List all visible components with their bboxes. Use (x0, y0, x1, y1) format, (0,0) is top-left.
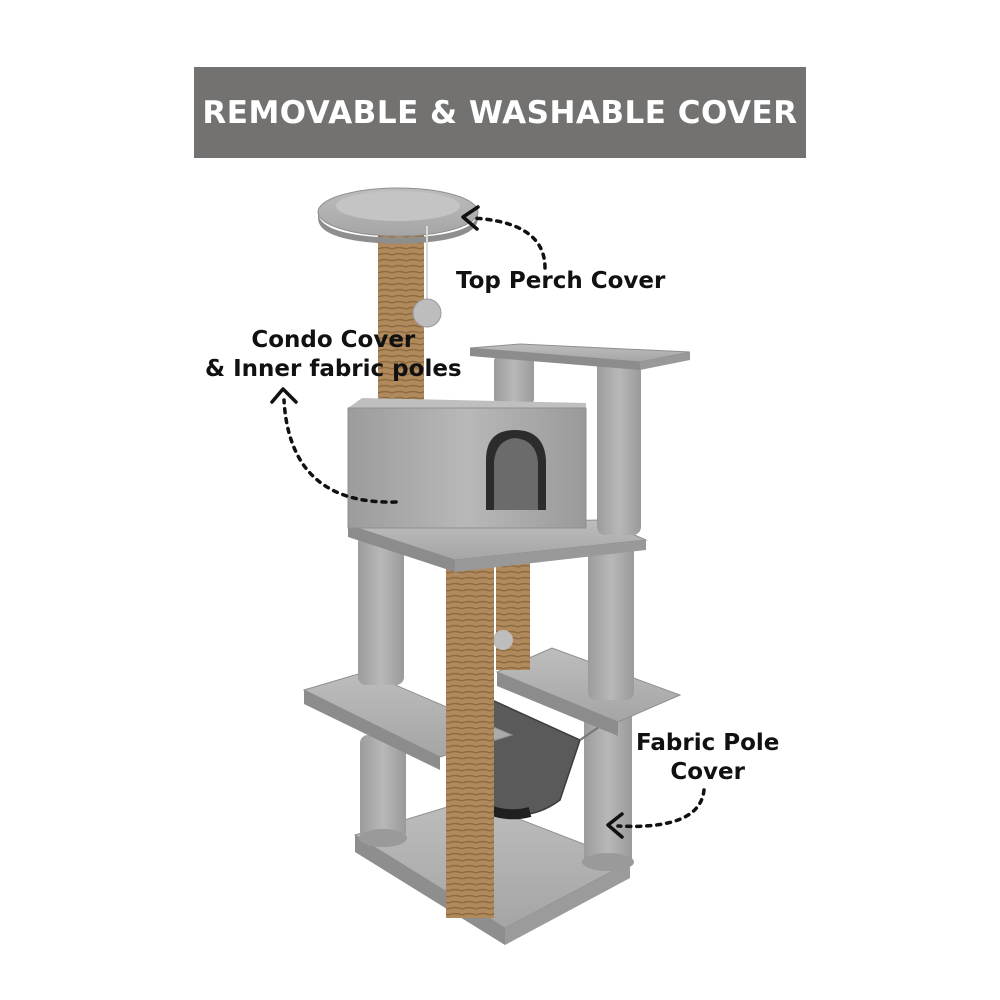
top-perch (317, 187, 479, 244)
callout-condo-line2: & Inner fabric poles (205, 356, 462, 382)
callout-fabric-pole-line1: Fabric Pole (636, 730, 780, 756)
callout-top-perch: Top Perch Cover (456, 268, 666, 294)
callout-condo: Condo Cover & Inner fabric poles (205, 326, 462, 384)
fabric-pole-front-right (582, 700, 634, 871)
arrow-fabric-pole (606, 788, 706, 839)
callout-fabric-pole: Fabric Pole Cover (636, 729, 779, 787)
arrow-condo (270, 387, 398, 504)
callout-fabric-pole-line2: Cover (670, 759, 745, 785)
fabric-pole-middle-left (358, 535, 404, 685)
sisal-post-front (446, 552, 494, 918)
fabric-pole-upper-back (494, 355, 534, 405)
toy-ball-lower (493, 630, 513, 650)
condo-box (347, 398, 587, 529)
fabric-pole-middle-right (588, 540, 634, 700)
fabric-pole-back-left (359, 735, 407, 847)
banner-title: REMOVABLE & WASHABLE COVER (202, 94, 798, 131)
sisal-post-back (496, 555, 530, 670)
fabric-pole-upper-right (597, 355, 641, 535)
title-banner: REMOVABLE & WASHABLE COVER (194, 67, 806, 158)
callout-condo-line1: Condo Cover (251, 327, 416, 353)
upper-right-platform (469, 343, 691, 370)
condo-platform (347, 519, 648, 572)
arrow-top-perch (461, 205, 547, 270)
hanging-toy (412, 226, 442, 328)
